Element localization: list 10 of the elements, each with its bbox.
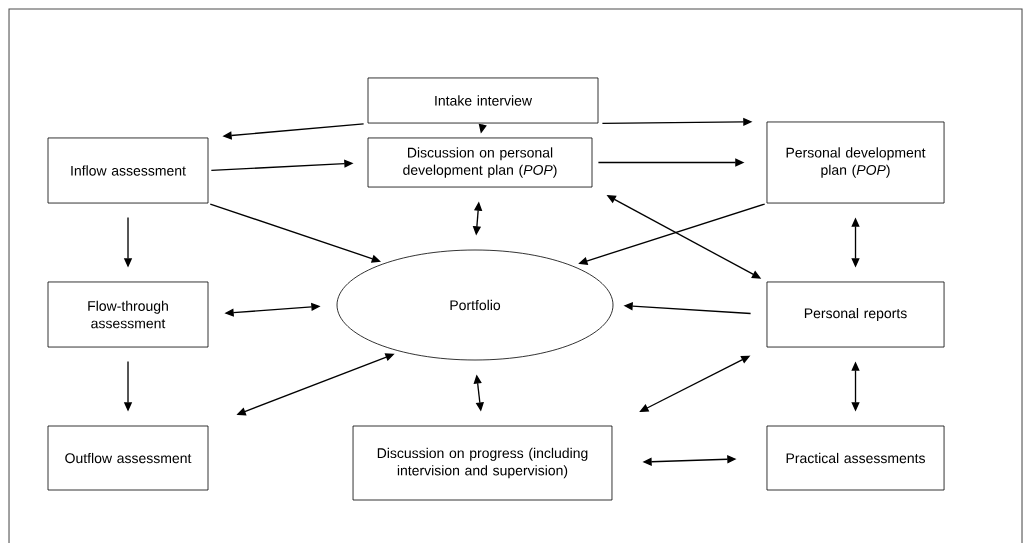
process-box: Intake interview — [367, 77, 599, 124]
process-box: Discussion on progress (including intervision and supervision) — [352, 425, 613, 501]
arrow — [209, 203, 381, 263]
process-box: Inflow assessment — [47, 137, 209, 204]
process-box: Discussion on personal development plan (POP) — [367, 137, 593, 188]
process-box: Practical assessments — [766, 425, 945, 491]
process-box: Personal development plan (POP) — [766, 121, 945, 204]
process-box: Outflow assessment — [47, 425, 209, 491]
process-box: Flow-through assessment — [47, 281, 209, 348]
process-box: Personal reports — [766, 281, 945, 348]
